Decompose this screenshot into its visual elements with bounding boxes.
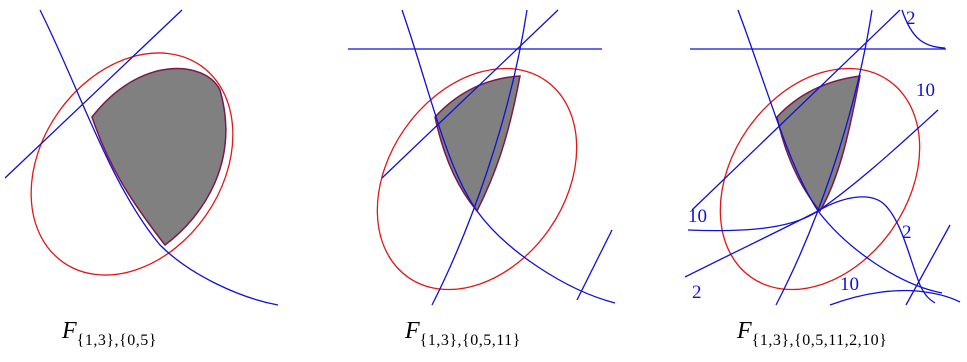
- curve-label: 10: [840, 274, 859, 295]
- diagram-panel-1: [4, 9, 279, 306]
- curve-2-bump: [817, 196, 936, 304]
- line-curve: [4, 9, 183, 179]
- short-line: [576, 229, 613, 301]
- diagonal-line: [691, 9, 901, 211]
- caption-subscript: {1,3},{0,5,11}: [419, 332, 521, 349]
- figure-caption-1: F{1,3},{0,5}: [62, 318, 157, 358]
- ellipse-curve: [30, 52, 234, 276]
- shaded-region: [776, 75, 861, 213]
- figure-caption-3: F{1,3},{0,5,11,2,10}: [737, 318, 887, 358]
- shaded-region: [91, 67, 227, 247]
- figure-caption-2: F{1,3},{0,5,11}: [405, 318, 521, 358]
- diagonal-line: [381, 9, 559, 179]
- ellipse-curve: [719, 67, 921, 291]
- curve-label: 2: [902, 222, 912, 243]
- diagram-panel-2: [348, 9, 616, 306]
- curve-2-lower: [684, 210, 819, 278]
- caption-subscript: {1,3},{0,5}: [76, 332, 157, 349]
- ellipse-curve: [376, 67, 578, 291]
- diagram-panel-3: 2 10 10 2 2 10: [684, 8, 961, 306]
- short-line: [905, 224, 951, 306]
- top-right-curve: [901, 9, 946, 49]
- caption-subscript: {1,3},{0,5,11,2,10}: [751, 332, 888, 349]
- conic-curve: [401, 9, 616, 304]
- curve-label: 10: [916, 80, 935, 101]
- curve-label: 2: [692, 282, 702, 303]
- caption-symbol: F: [737, 318, 752, 344]
- curve-label: 10: [688, 206, 707, 227]
- curve-10-lower: [829, 289, 961, 306]
- conic-curve: [39, 9, 279, 306]
- caption-symbol: F: [62, 318, 77, 344]
- curve-label: 2: [906, 8, 916, 29]
- shaded-region: [434, 75, 521, 213]
- caption-symbol: F: [405, 318, 420, 344]
- steep-curve: [431, 9, 528, 306]
- steep-curve: [775, 9, 873, 306]
